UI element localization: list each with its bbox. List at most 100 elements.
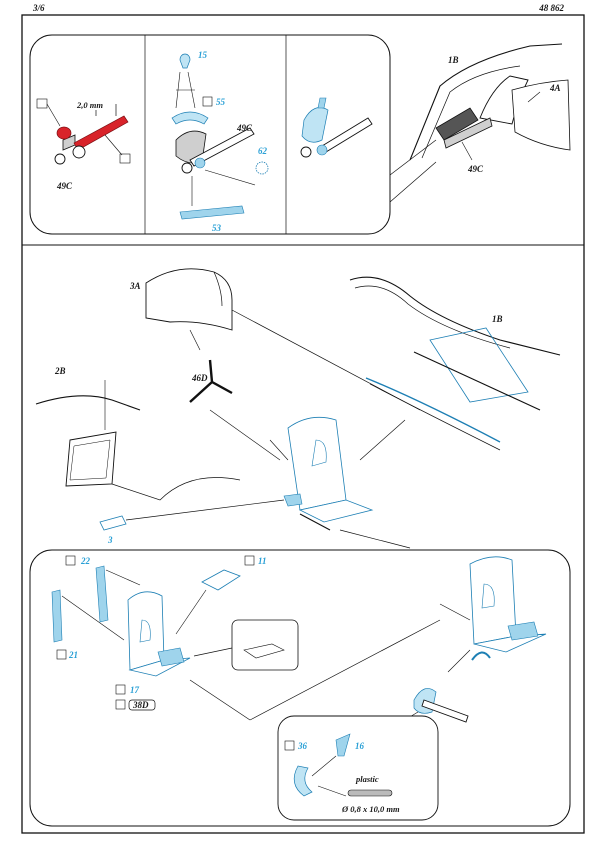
label-38d: 38D (132, 700, 149, 710)
detail-leader (193, 647, 233, 657)
fuselage-outline (409, 43, 563, 161)
label-3a: 3A (129, 281, 141, 291)
fold-icon (65, 555, 76, 566)
pe-part-3 (99, 515, 127, 531)
pointer-line (104, 134, 123, 156)
label-22: 22 (80, 556, 91, 566)
pe-tab (317, 97, 327, 109)
arrow (311, 755, 337, 777)
pe-ring (194, 157, 206, 169)
pe-lever-finished (301, 107, 329, 143)
fuselage-1b-top: 1B 4A 49C (409, 43, 571, 174)
detail-inset (231, 619, 299, 671)
shaft-end (300, 146, 312, 158)
glue-icon (119, 153, 131, 164)
label-62: 62 (258, 146, 268, 156)
red-rod (73, 115, 129, 151)
shaft-end (54, 153, 66, 165)
pe-strap-21 (51, 589, 63, 643)
subassembly-box (277, 715, 439, 821)
callout-line (389, 139, 437, 176)
glue-icon (36, 98, 48, 109)
shaft-rod (321, 117, 373, 153)
leader-line (249, 619, 441, 721)
shaft-hub (72, 145, 86, 159)
installed-shaft (443, 117, 493, 149)
plastic-label: plastic (355, 774, 379, 784)
seat-hole (481, 583, 495, 609)
pe-part-16 (335, 733, 351, 757)
fuselage-inner (421, 65, 521, 159)
page-frame (21, 14, 585, 834)
leader-line (125, 499, 285, 521)
lower-edge (369, 383, 501, 451)
fold-icon (244, 555, 255, 566)
arrow (189, 329, 201, 351)
plastic-size: Ø 0,8 x 10,0 mm (341, 804, 400, 814)
label-2b: 2B (54, 366, 66, 376)
seat-back (287, 416, 347, 511)
pe-strip-53 (179, 205, 245, 220)
red-cap (56, 126, 72, 140)
label-17: 17 (130, 685, 140, 695)
step1-panel (29, 34, 391, 235)
support-46d (189, 359, 233, 403)
label-3: 3 (107, 535, 113, 545)
seat-left-pe-pad (157, 647, 185, 667)
fuselage-1b-outline (349, 276, 561, 356)
label-4a: 4A (549, 83, 561, 93)
fold-icon (202, 96, 213, 107)
seat-left-back (127, 591, 165, 671)
remove-icon (115, 699, 126, 710)
armor-plate-3a (145, 268, 233, 331)
label-21: 21 (68, 650, 78, 660)
label-53: 53 (212, 223, 222, 233)
arrow (317, 785, 347, 797)
dimension-label: 2,0 mm (76, 100, 103, 110)
seat-right-back (469, 556, 517, 645)
pe-bracket (471, 651, 491, 661)
side-rail (413, 351, 541, 411)
detail-part (243, 643, 285, 659)
fuselage-1b-inner (354, 285, 511, 349)
step3-group: 22 21 11 17 38D (29, 549, 571, 827)
pe-ring (316, 144, 328, 156)
pe-part-15 (179, 53, 191, 69)
pe-strap-22 (95, 565, 109, 623)
label-15: 15 (198, 50, 208, 60)
arrow (269, 439, 289, 461)
seat-hole (311, 439, 327, 467)
arrow (209, 409, 281, 461)
pe-part-11 (201, 569, 241, 591)
page-number: 3/6 (33, 3, 45, 13)
fuselage-2b-edge (111, 477, 241, 501)
step2-group: 3A 46D 1B 2B (35, 268, 561, 549)
panel-4a (511, 79, 571, 151)
pe-strip-edge (365, 377, 501, 443)
plastic-rod (347, 789, 393, 797)
sub-b-lever-assembly: 15 55 49C 62 53 (171, 50, 269, 233)
fold-icon (284, 740, 295, 751)
callout-line (389, 161, 437, 203)
label-49c-a: 49C (56, 181, 73, 191)
shaft-rod (189, 127, 255, 167)
installed-lever (435, 107, 479, 141)
label-11: 11 (258, 556, 267, 566)
shaft-end (181, 162, 193, 174)
label-55: 55 (216, 97, 226, 107)
label-46d: 46D (191, 373, 208, 383)
label-49c-c: 49C (467, 164, 484, 174)
seat-hole (139, 619, 151, 643)
fold-icon (115, 684, 126, 695)
pe-gear-62 (255, 161, 269, 175)
arrow (175, 589, 207, 635)
arrow (204, 169, 256, 186)
label-49c-b: 49C (236, 123, 253, 133)
frame-inner (69, 439, 111, 481)
seat-right-pan (473, 633, 547, 653)
pointer-line (461, 141, 473, 161)
arrow (439, 603, 471, 621)
sub-c-finished-lever (300, 97, 373, 158)
